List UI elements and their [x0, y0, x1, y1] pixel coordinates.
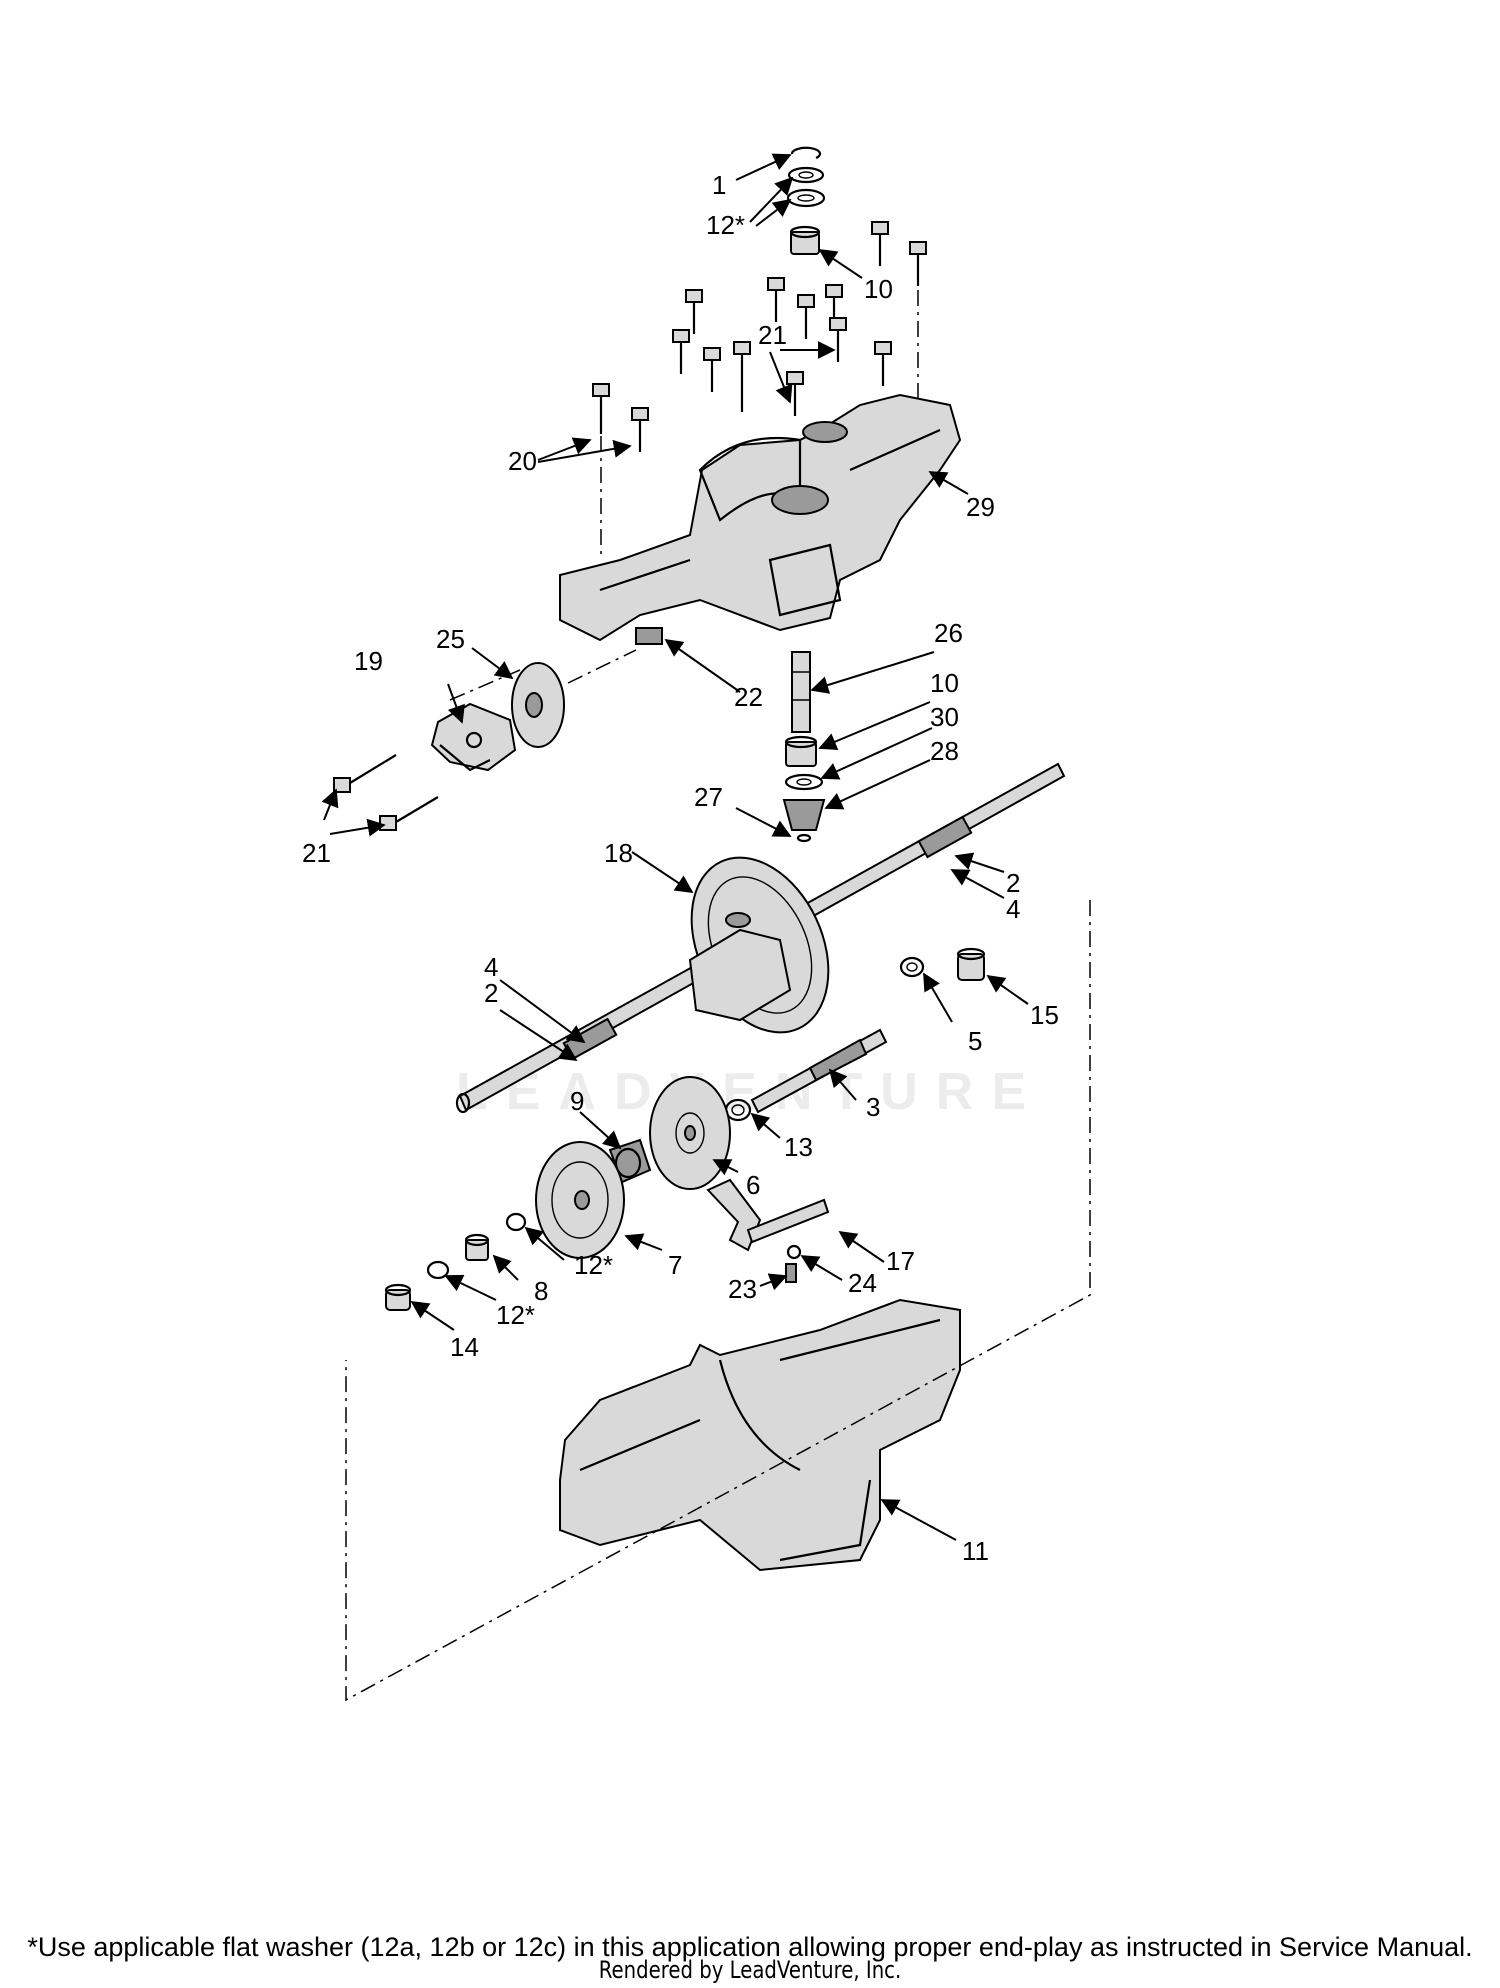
- callout-10-top: 10: [864, 274, 893, 304]
- callout-4-left: 4: [484, 952, 498, 982]
- callout-8: 8: [534, 1276, 548, 1306]
- idler-part: [608, 1138, 652, 1184]
- leader-arrows: [321, 153, 1029, 1541]
- callout-28: 28: [930, 736, 959, 766]
- callout-3: 3: [866, 1092, 880, 1122]
- callout-26: 26: [934, 618, 963, 648]
- flat-washer-part: [786, 166, 826, 208]
- callout-10-mid: 10: [930, 668, 959, 698]
- brake-shaft-part: [750, 1028, 888, 1114]
- footnote: *Use applicable flat washer (12a, 12b or…: [27, 1932, 1473, 1962]
- callout-12-top: 12*: [706, 210, 745, 240]
- callout-5: 5: [968, 1026, 982, 1056]
- callout-22: 22: [734, 682, 763, 712]
- callout-17: 17: [886, 1246, 915, 1276]
- credit-line: Rendered by LeadVenture, Inc.: [598, 1956, 902, 1984]
- e-ring-part: [790, 146, 822, 160]
- variable-pulley-part: [535, 1141, 625, 1259]
- callout-24: 24: [848, 1268, 877, 1298]
- callout-30: 30: [930, 702, 959, 732]
- callout-18: 18: [604, 838, 633, 868]
- callout-21-brake: 21: [302, 838, 331, 868]
- callout-14: 14: [450, 1332, 479, 1362]
- callout-27: 27: [694, 782, 723, 812]
- callout-2-left: 2: [484, 978, 498, 1008]
- callout-4-right: 4: [1006, 894, 1020, 924]
- callout-19: 19: [354, 646, 383, 676]
- bushing-8-part: [464, 1233, 490, 1261]
- callout-1: 1: [712, 170, 726, 200]
- callout-2-right: 2: [1006, 868, 1020, 898]
- sleeve-bushing-part: [384, 1283, 412, 1311]
- callout-25: 25: [436, 624, 465, 654]
- callout-7: 7: [668, 1250, 682, 1280]
- callout-9: 9: [570, 1086, 584, 1116]
- callout-15: 15: [1030, 1000, 1059, 1030]
- detent-ball-part: [786, 1244, 802, 1260]
- hex-bolts-part: [592, 221, 927, 452]
- callout-11: 11: [962, 1536, 989, 1566]
- washer-13-part: [724, 1098, 752, 1122]
- needle-bearing-lower-part: [784, 735, 818, 767]
- shim-washer-part: [899, 956, 925, 978]
- brake-bolts-part: [333, 754, 439, 831]
- bevel-pinion-part: [782, 799, 826, 843]
- upper-housing-part: [559, 393, 962, 642]
- spacer-bushing-part: [956, 947, 986, 981]
- callout-20: 20: [508, 446, 537, 476]
- callout-12-mid: 12*: [574, 1250, 613, 1280]
- callout-29: 29: [966, 492, 995, 522]
- input-shaft-part: [791, 651, 811, 733]
- drive-pulley-part: [649, 1076, 731, 1190]
- brake-disc-part: [511, 662, 565, 748]
- callout-labels: 1 12* 10 21 20 29 26 19 25 22 10 30 28 2…: [302, 170, 1059, 1566]
- thrust-washer-part: [784, 773, 824, 791]
- needle-bearing-top-part: [789, 225, 821, 255]
- detent-spring-part: [785, 1263, 797, 1283]
- callout-6: 6: [746, 1170, 760, 1200]
- callout-21-top: 21: [758, 320, 787, 350]
- key-part: [635, 627, 663, 645]
- shift-fork-part: [706, 1178, 830, 1252]
- callout-12-bottom: 12*: [496, 1300, 535, 1330]
- differential-gear-part: [688, 856, 830, 1034]
- washer-12-part: [426, 1212, 527, 1280]
- callout-23: 23: [728, 1274, 757, 1304]
- brake-caliper-part: [430, 702, 517, 772]
- callout-13: 13: [784, 1132, 813, 1162]
- lower-housing-part: [559, 1298, 961, 1572]
